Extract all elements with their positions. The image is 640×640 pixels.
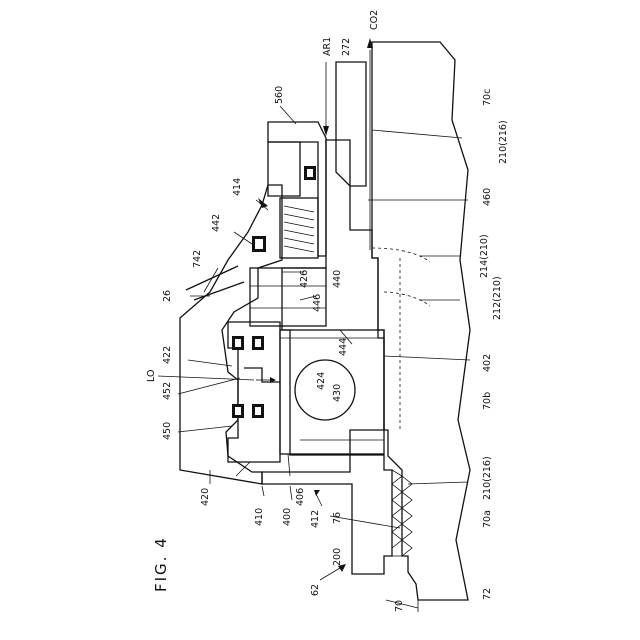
label-450: 450 <box>162 422 173 440</box>
arrow-412 <box>314 490 320 496</box>
label-410: 410 <box>254 508 265 526</box>
label-62: 62 <box>310 584 321 596</box>
pipe-272 <box>336 62 368 230</box>
label-560: 560 <box>274 86 285 104</box>
label-446: 446 <box>312 294 323 312</box>
spring-442 <box>280 198 318 258</box>
label-70b: 70b <box>482 392 493 410</box>
label-400: 400 <box>282 508 293 526</box>
label-lo: LO <box>146 370 157 382</box>
label-742: 742 <box>192 250 203 268</box>
label-72: 72 <box>482 588 493 600</box>
label-co2: CO2 <box>369 10 380 30</box>
figure-title: FIG. 4 <box>152 536 170 592</box>
label-412: 412 <box>310 510 321 528</box>
label-424: 424 <box>316 372 327 390</box>
label-26: 26 <box>162 290 173 302</box>
label-430: 430 <box>332 384 343 402</box>
label-70c: 70c <box>482 89 493 106</box>
label-210-216-bot: 210(216) <box>482 456 493 500</box>
dashed-boundary-212 <box>384 292 430 306</box>
label-212-210: 212(210) <box>492 276 503 320</box>
label-440: 440 <box>332 270 343 288</box>
housing-420 <box>180 185 282 484</box>
label-452: 452 <box>162 382 173 400</box>
leader-lines <box>158 106 470 608</box>
label-210-216-top: 210(216) <box>498 120 509 164</box>
label-442: 442 <box>211 214 222 232</box>
label-76: 76 <box>332 512 343 524</box>
seal-rings-lower <box>232 336 264 418</box>
label-214-210: 214(210) <box>479 234 490 278</box>
flow-arrow-ar1 <box>323 62 329 136</box>
valve-body-402 <box>282 140 384 455</box>
label-406: 406 <box>295 488 306 506</box>
label-402: 402 <box>482 354 493 372</box>
dashed-boundary-214 <box>372 248 430 262</box>
main-body-70 <box>372 42 470 612</box>
label-426: 426 <box>299 270 310 288</box>
label-414: 414 <box>232 178 243 196</box>
label-272: 272 <box>341 38 352 56</box>
label-420: 420 <box>200 488 211 506</box>
label-70: 70 <box>394 600 405 612</box>
label-422: 422 <box>162 346 173 364</box>
upper-housing-560 <box>268 122 326 256</box>
label-460: 460 <box>482 188 493 206</box>
label-444: 444 <box>338 338 349 356</box>
svg-text:FIG. 4: FIG. 4 <box>152 536 170 592</box>
label-70a: 70a <box>482 510 493 528</box>
label-200: 200 <box>332 548 343 566</box>
label-ar1: AR1 <box>322 37 333 56</box>
